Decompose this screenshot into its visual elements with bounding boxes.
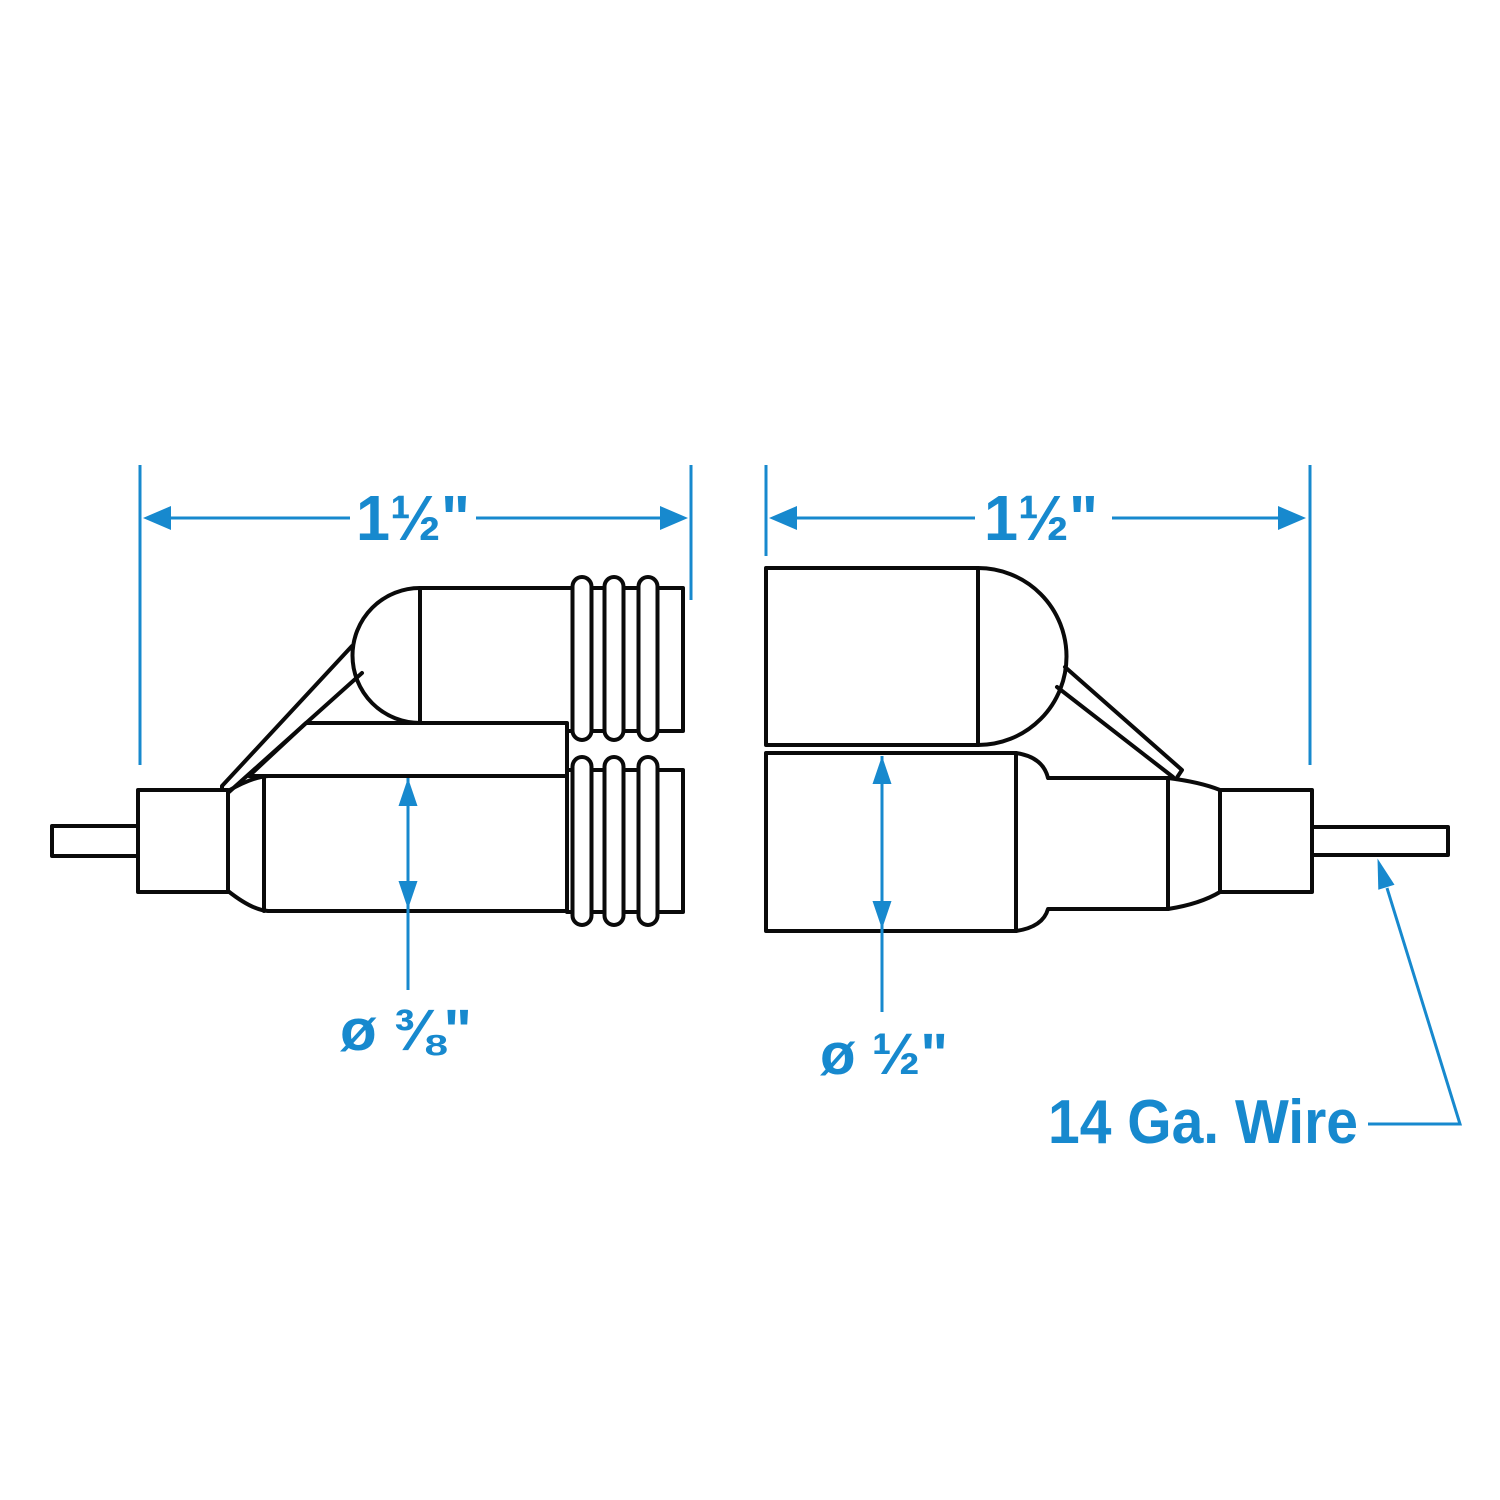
rib xyxy=(602,575,626,742)
dimension-arrowhead-right xyxy=(1278,506,1306,530)
callout-arrowhead xyxy=(1377,858,1395,890)
left-connector-drawing xyxy=(50,575,685,927)
right-connector-drawing xyxy=(764,566,1450,933)
dimension-label: 1½" xyxy=(984,482,1098,554)
diameter-arrowhead-up xyxy=(398,778,418,806)
right-width-dimension: 1½" xyxy=(764,465,1312,765)
rib xyxy=(636,575,660,742)
wire-gauge-callout: 14 Ga. Wire xyxy=(1048,858,1463,1157)
diameter-arrowhead-down xyxy=(872,901,892,929)
right-diameter-dimension: ø ½" xyxy=(820,756,948,1087)
rib xyxy=(570,755,594,927)
left-diameter-dimension: ø ⅜" xyxy=(340,778,472,1063)
dimension-arrowhead-right xyxy=(660,506,688,530)
diameter-label: ø ½" xyxy=(820,1022,948,1087)
wire-gauge-label: 14 Ga. Wire xyxy=(1048,1088,1358,1157)
diameter-arrowhead-down xyxy=(398,881,418,909)
callout-leader-line xyxy=(1368,887,1463,1126)
left-wire-lead xyxy=(50,824,140,858)
left-v-split-upper-line xyxy=(220,644,354,792)
right-socket-barrel xyxy=(764,751,1018,933)
left-bullet-barrel xyxy=(350,586,685,733)
right-v-split-upper-line xyxy=(1063,665,1184,781)
right-v-split-lower-line xyxy=(1055,685,1175,779)
rib xyxy=(602,755,626,927)
dimension-arrowhead-left xyxy=(769,506,797,530)
right-neck xyxy=(1014,751,1222,933)
right-wire-lead xyxy=(1310,825,1450,857)
left-socket-barrel xyxy=(226,774,569,913)
left-crimp-block xyxy=(136,788,230,894)
diameter-arrowhead-up xyxy=(872,756,892,784)
right-bullet-barrel xyxy=(764,566,1069,747)
left-width-dimension: 1½" xyxy=(138,465,693,765)
rib xyxy=(570,575,594,742)
rib xyxy=(636,755,660,927)
right-crimp-block xyxy=(1218,788,1314,894)
left-v-split-lower-line xyxy=(227,671,364,794)
dimension-arrowhead-left xyxy=(143,506,171,530)
diameter-label: ø ⅜" xyxy=(340,998,472,1063)
dimension-label: 1½" xyxy=(356,482,470,554)
